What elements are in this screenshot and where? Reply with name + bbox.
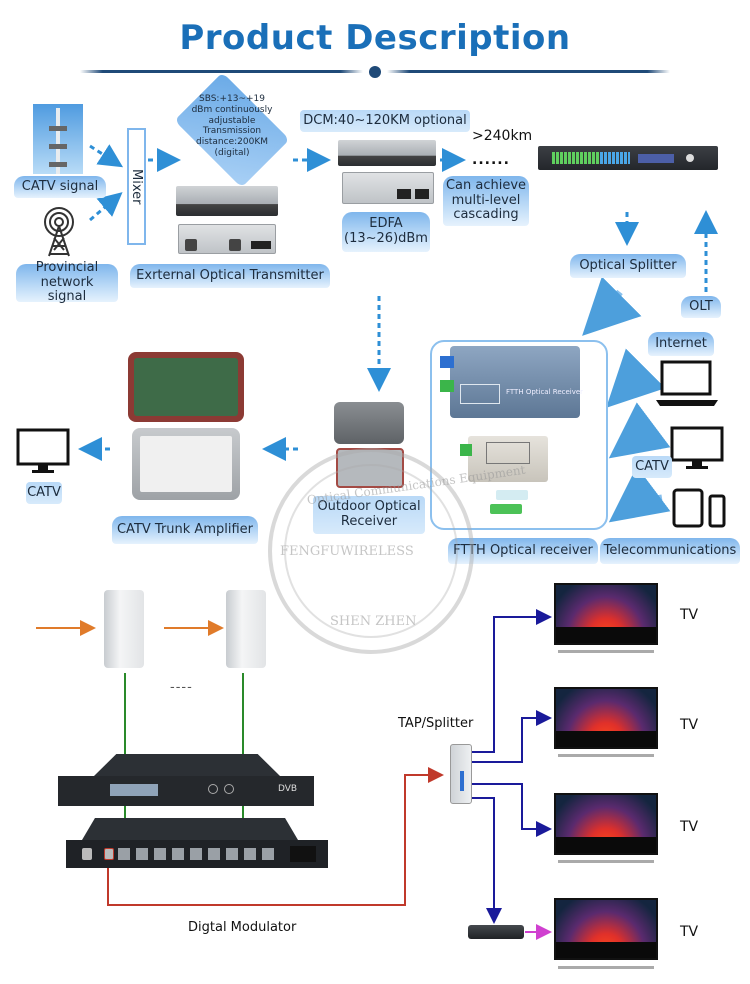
edfa-line: (13~26)dBm xyxy=(344,231,428,246)
trunk-amplifier-device xyxy=(124,352,248,502)
dcm-label: DCM:40~120KM optional xyxy=(300,110,470,132)
tv-screen-4 xyxy=(554,898,658,960)
catv-left-label: CATV xyxy=(26,482,62,504)
edfa-line: EDFA xyxy=(369,216,403,232)
transmitter-device-rear xyxy=(178,224,276,254)
title-divider-right xyxy=(387,70,670,73)
ftth-receiver-group xyxy=(430,340,608,530)
tv-label-2: TV xyxy=(680,717,699,733)
tv-screen-2 xyxy=(554,687,658,749)
cascading-line: Can achieve xyxy=(445,177,527,193)
tv-screen-3 xyxy=(554,793,658,855)
cell-tower-photo xyxy=(33,104,83,174)
tv-stand-3 xyxy=(558,860,654,863)
tv-stand-2 xyxy=(558,754,654,757)
edfa-device-front xyxy=(338,140,436,166)
watermark-inner-ring xyxy=(284,464,458,638)
edfa-label: EDFA(13~26)dBm xyxy=(342,212,430,252)
tv-stand-4 xyxy=(558,966,654,969)
tv-label-4: TV xyxy=(680,924,699,940)
transmitter-spec-diamond: SBS:+13~+19 dBm continuously adjustable … xyxy=(164,72,300,188)
arrow-catv-to-mixer xyxy=(89,144,124,168)
tablet-phone-icon xyxy=(672,488,726,528)
cascading-line: multi-level xyxy=(451,192,521,208)
tv-stand-1 xyxy=(558,650,654,653)
telecommunications-label: Telecommunications xyxy=(600,538,740,564)
title-divider-dot xyxy=(369,66,381,78)
olt-label: OLT xyxy=(681,296,721,318)
modulator-rear-unit xyxy=(66,818,328,870)
transmitter-label: Exrternal Optical Transmitter xyxy=(130,264,330,288)
internet-label: Internet xyxy=(648,332,714,356)
spec-line: dBm continuously xyxy=(191,104,273,115)
monitor-icon-right xyxy=(670,426,724,469)
ftth-device-print: FTTH Optical Receiver xyxy=(506,388,584,396)
curve-telecom-to-ftth xyxy=(608,466,671,523)
spec-line: adjustable xyxy=(208,115,256,126)
more-routers-dashes: ---- xyxy=(170,680,193,695)
cascade-ellipsis: ...... xyxy=(472,152,510,168)
curve-splitter-to-ftth xyxy=(582,276,642,336)
tap-splitter-device xyxy=(450,744,472,804)
navy-line-tv-1 xyxy=(470,609,552,753)
watermark-center-text: FENGFUWIRELESS xyxy=(280,544,414,559)
mixer-box: Mixer xyxy=(127,128,146,245)
watermark-bottom-text: SHEN ZHEN xyxy=(330,614,417,629)
arrow-provincial-to-mixer xyxy=(89,192,123,222)
catv-signal-label: CATV signal xyxy=(14,176,106,198)
modulator-label: Digtal Modulator xyxy=(188,920,297,935)
tv-label-3: TV xyxy=(680,819,699,835)
router-device-2 xyxy=(226,590,266,668)
transmitter-spec-text: SBS:+13~+19 dBm continuously adjustable … xyxy=(164,94,300,159)
spec-line: distance:200KM xyxy=(195,137,268,148)
mixer-label: Mixer xyxy=(129,168,144,205)
ftth-receiver-device: FTTH Optical Receiver xyxy=(440,346,584,418)
navy-line-settop xyxy=(470,797,502,924)
navy-line-tv-3 xyxy=(470,783,552,837)
curve-catv-to-ftth xyxy=(608,402,671,459)
title-divider-left xyxy=(80,70,363,73)
distance-label: >240km xyxy=(472,128,533,144)
optical-splitter-label: Optical Splitter xyxy=(570,254,686,278)
modulator-front-unit: DVB xyxy=(58,754,314,808)
fiber-connectors xyxy=(490,490,532,516)
navy-line-tv-2 xyxy=(470,710,552,763)
tv-label-1: TV xyxy=(680,607,699,623)
set-top-box xyxy=(468,925,524,939)
rack-edfa-device xyxy=(538,146,718,170)
spec-line: SBS:+13~+19 xyxy=(198,94,265,104)
transmitter-device-front xyxy=(176,186,278,216)
tv-screen-1 xyxy=(554,583,658,645)
antenna-icon xyxy=(44,207,74,257)
laptop-icon xyxy=(656,360,718,406)
provincial-signal-label: Provincial network signal xyxy=(16,260,118,304)
cascading-line: cascading xyxy=(453,207,519,223)
spec-line: (digital) xyxy=(214,147,250,158)
mini-receiver-device xyxy=(460,436,548,482)
router-device-1 xyxy=(104,590,144,668)
page-title: Product Description xyxy=(179,18,571,58)
provincial-signal-text: Provincial network signal xyxy=(35,259,99,305)
monitor-icon-left xyxy=(16,428,70,473)
curve-internet-to-ftth xyxy=(606,348,666,408)
edfa-device-rear xyxy=(342,172,434,204)
catv-right-label: CATV xyxy=(632,456,672,478)
spec-line: Transmission xyxy=(202,126,262,137)
watermark-seal: FENGFUWIRELESS Optical Communications Eq… xyxy=(268,448,526,654)
trunk-amplifier-label: CATV Trunk Amplifier xyxy=(112,516,258,544)
tap-splitter-label: TAP/Splitter xyxy=(398,716,474,731)
